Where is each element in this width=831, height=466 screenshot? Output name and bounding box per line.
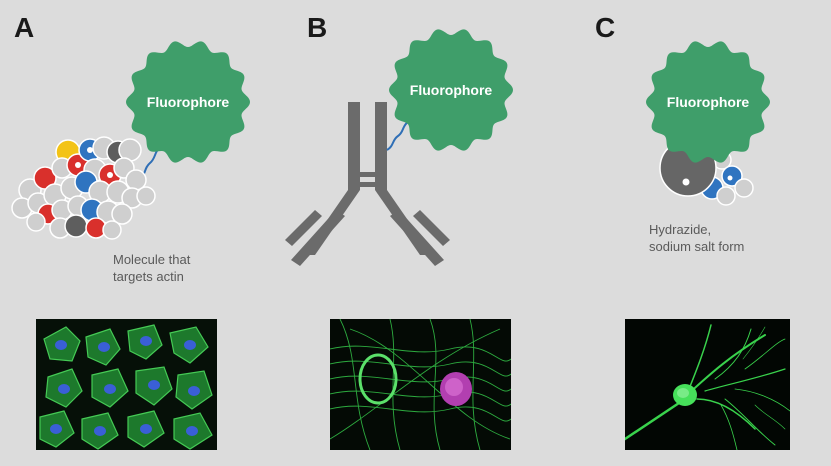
molecule-cluster-icon	[11, 136, 156, 240]
micrograph-b-image	[330, 319, 511, 450]
antibody-icon	[285, 102, 450, 266]
panel-c-caption-line1: Hydrazide,	[649, 222, 712, 237]
micrograph-c	[625, 319, 790, 450]
panel-a-caption: Molecule that targets actin	[113, 251, 243, 285]
fluorophore-badge-icon	[126, 41, 250, 163]
fluorophore-label: Fluorophore	[146, 94, 230, 110]
panel-a-caption-line2: targets actin	[113, 269, 184, 284]
micrograph-a	[36, 319, 217, 450]
fluorophore-label: Fluorophore	[409, 82, 493, 98]
fluorophore-badge-b: Fluorophore	[387, 26, 515, 154]
panel-a-letter: A	[14, 12, 34, 43]
panel-a-caption-line1: Molecule that	[113, 252, 191, 267]
panel-b-linker	[386, 121, 409, 151]
micrograph-b	[330, 319, 511, 450]
fluorophore-badge-c: Fluorophore	[644, 38, 772, 166]
fluorophore-label: Fluorophore	[666, 94, 750, 110]
micrograph-c-image	[625, 319, 790, 450]
panel-b-letter: B	[307, 12, 327, 43]
fluorophore-badge-icon	[389, 29, 513, 151]
micrograph-a-image	[36, 319, 217, 450]
panel-c-caption: Hydrazide, sodium salt form	[649, 221, 779, 255]
fluorophore-badge-a: Fluorophore	[124, 38, 252, 166]
panel-c-caption-line2: sodium salt form	[649, 239, 745, 254]
panel-c-letter: C	[595, 12, 615, 43]
fluorophore-badge-icon	[646, 41, 770, 163]
